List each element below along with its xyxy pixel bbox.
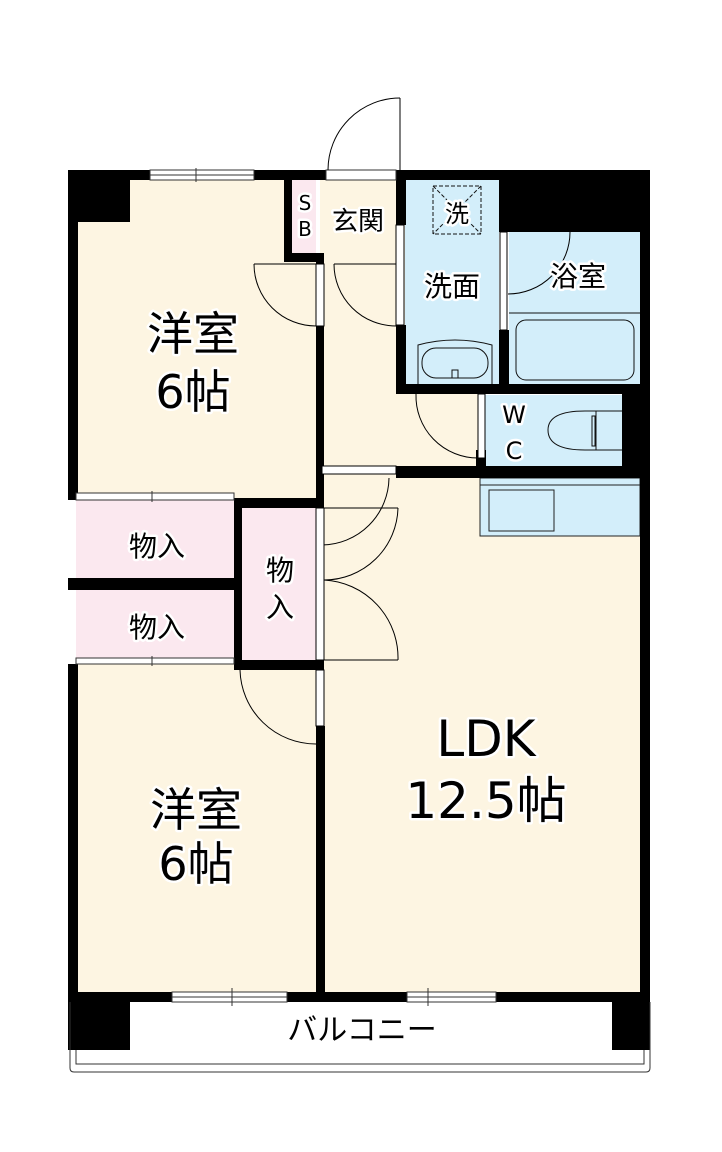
washroom-name: 洗面 [424,270,480,303]
hallway-lower-floor [320,385,485,470]
toilet-c: C [506,437,523,465]
western-room-1-floor [76,180,316,500]
vanity-sink [417,339,493,384]
toilet-bowl [547,410,622,451]
washer-pan [432,185,482,235]
shoe-box-s: S [299,191,312,215]
closet-3-line2: 入 [266,591,294,624]
western-room-1-name: 洋室 [147,307,239,361]
shoe-box-b: B [298,217,312,241]
washroom-floor [405,180,499,384]
western-room-1-size: 6帖 [155,365,230,419]
western-room-2-size: 6帖 [158,837,233,891]
washer-space-name: 洗 [445,200,469,228]
floor-fills [76,180,641,992]
balcony-rail [69,1002,651,1073]
closet-1-floor [76,500,234,578]
kitchen-counter [479,477,641,537]
ldk-name: LDK [436,710,536,768]
bathroom-name: 浴室 [550,260,606,293]
entrance-name: 玄関 [332,207,384,237]
bathroom-floor [509,232,640,384]
room-labels: 洋室 6帖 S B 玄関 洗 洗面 浴室 W C 物入 物入 物 入 洋室 6帖… [126,189,608,1049]
bathtub [515,319,635,381]
windows [75,168,497,1006]
western-room-2-floor [76,664,316,992]
toilet-floor [485,395,622,467]
ldk-size: 12.5帖 [405,772,566,830]
toilet-w: W [502,401,526,429]
western-room-2-name: 洋室 [150,783,242,837]
closet-2-floor [76,590,234,664]
closet-2-name: 物入 [129,611,185,644]
ldk-floor [320,470,640,992]
doors [239,97,571,745]
walls [68,170,650,1050]
closet-1-name: 物入 [129,530,185,563]
closet-3-floor [242,508,316,662]
closet-3-line1: 物 [266,554,294,587]
kitchen-sink [488,489,555,532]
balcony-name: バルコニー [287,1013,436,1048]
fixtures [417,185,640,451]
shoe-box-floor [292,180,316,253]
